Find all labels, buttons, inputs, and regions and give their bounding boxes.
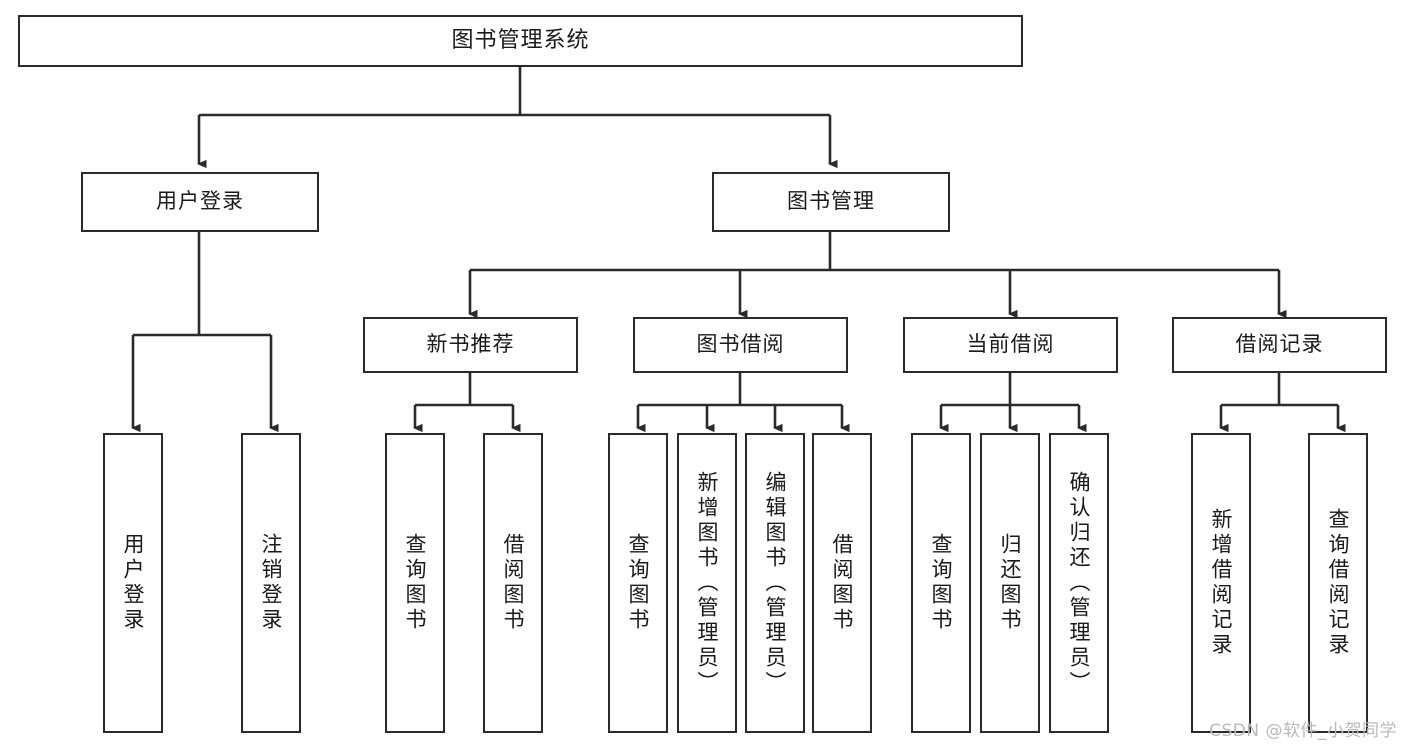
node-leaf-edit-book[interactable]: 编辑图书（管理员） — [745, 433, 805, 733]
node-leaf-query-book-borrow[interactable]: 查询图书 — [608, 433, 668, 733]
watermark-text: CSDN @软件_小贺同学 — [1209, 721, 1397, 741]
node-new-book-rec-label: 新书推荐 — [426, 332, 515, 357]
node-book-borrow[interactable]: 图书借阅 — [633, 317, 848, 373]
node-book-borrow-label: 图书借阅 — [696, 332, 785, 357]
node-leaf-confirm-return-label: 确认归还（管理员） — [1067, 470, 1092, 696]
node-leaf-borrow-book-label: 借阅图书 — [830, 533, 855, 633]
node-leaf-logout-login[interactable]: 注销登录 — [241, 433, 301, 733]
node-borrow-record[interactable]: 借阅记录 — [1172, 317, 1387, 373]
node-leaf-query-book-rec-label: 查询图书 — [403, 533, 428, 633]
node-leaf-query-book-borrow-label: 查询图书 — [626, 533, 651, 633]
node-leaf-query-book-current-label: 查询图书 — [929, 533, 954, 633]
node-borrow-record-label: 借阅记录 — [1235, 332, 1324, 357]
node-leaf-add-book-label: 新增图书（管理员） — [695, 470, 720, 696]
node-leaf-return-book-label: 归还图书 — [998, 533, 1023, 633]
node-leaf-add-record[interactable]: 新增借阅记录 — [1191, 433, 1251, 733]
node-leaf-confirm-return[interactable]: 确认归还（管理员） — [1049, 433, 1109, 733]
node-leaf-query-record-label: 查询借阅记录 — [1326, 508, 1351, 658]
node-leaf-query-book-rec[interactable]: 查询图书 — [385, 433, 445, 733]
node-user-login[interactable]: 用户登录 — [81, 172, 319, 232]
node-leaf-borrow-book-rec[interactable]: 借阅图书 — [483, 433, 543, 733]
node-leaf-borrow-book-rec-label: 借阅图书 — [501, 533, 526, 633]
node-root[interactable]: 图书管理系统 — [18, 15, 1023, 67]
node-book-manage-label: 图书管理 — [787, 189, 875, 214]
node-leaf-query-book-current[interactable]: 查询图书 — [911, 433, 971, 733]
node-book-manage[interactable]: 图书管理 — [712, 172, 950, 232]
node-leaf-logout-login-label: 注销登录 — [259, 533, 284, 633]
node-current-borrow[interactable]: 当前借阅 — [903, 317, 1118, 373]
node-leaf-edit-book-label: 编辑图书（管理员） — [763, 470, 788, 696]
node-leaf-borrow-book[interactable]: 借阅图书 — [812, 433, 872, 733]
node-current-borrow-label: 当前借阅 — [966, 332, 1055, 357]
node-new-book-rec[interactable]: 新书推荐 — [363, 317, 578, 373]
node-leaf-query-record[interactable]: 查询借阅记录 — [1308, 433, 1368, 733]
node-leaf-return-book[interactable]: 归还图书 — [980, 433, 1040, 733]
node-leaf-user-login[interactable]: 用户登录 — [103, 433, 163, 733]
node-leaf-add-book[interactable]: 新增图书（管理员） — [677, 433, 737, 733]
node-leaf-user-login-label: 用户登录 — [121, 533, 146, 633]
node-leaf-add-record-label: 新增借阅记录 — [1209, 508, 1234, 658]
node-root-label: 图书管理系统 — [451, 27, 590, 53]
node-user-login-label: 用户登录 — [156, 189, 244, 214]
